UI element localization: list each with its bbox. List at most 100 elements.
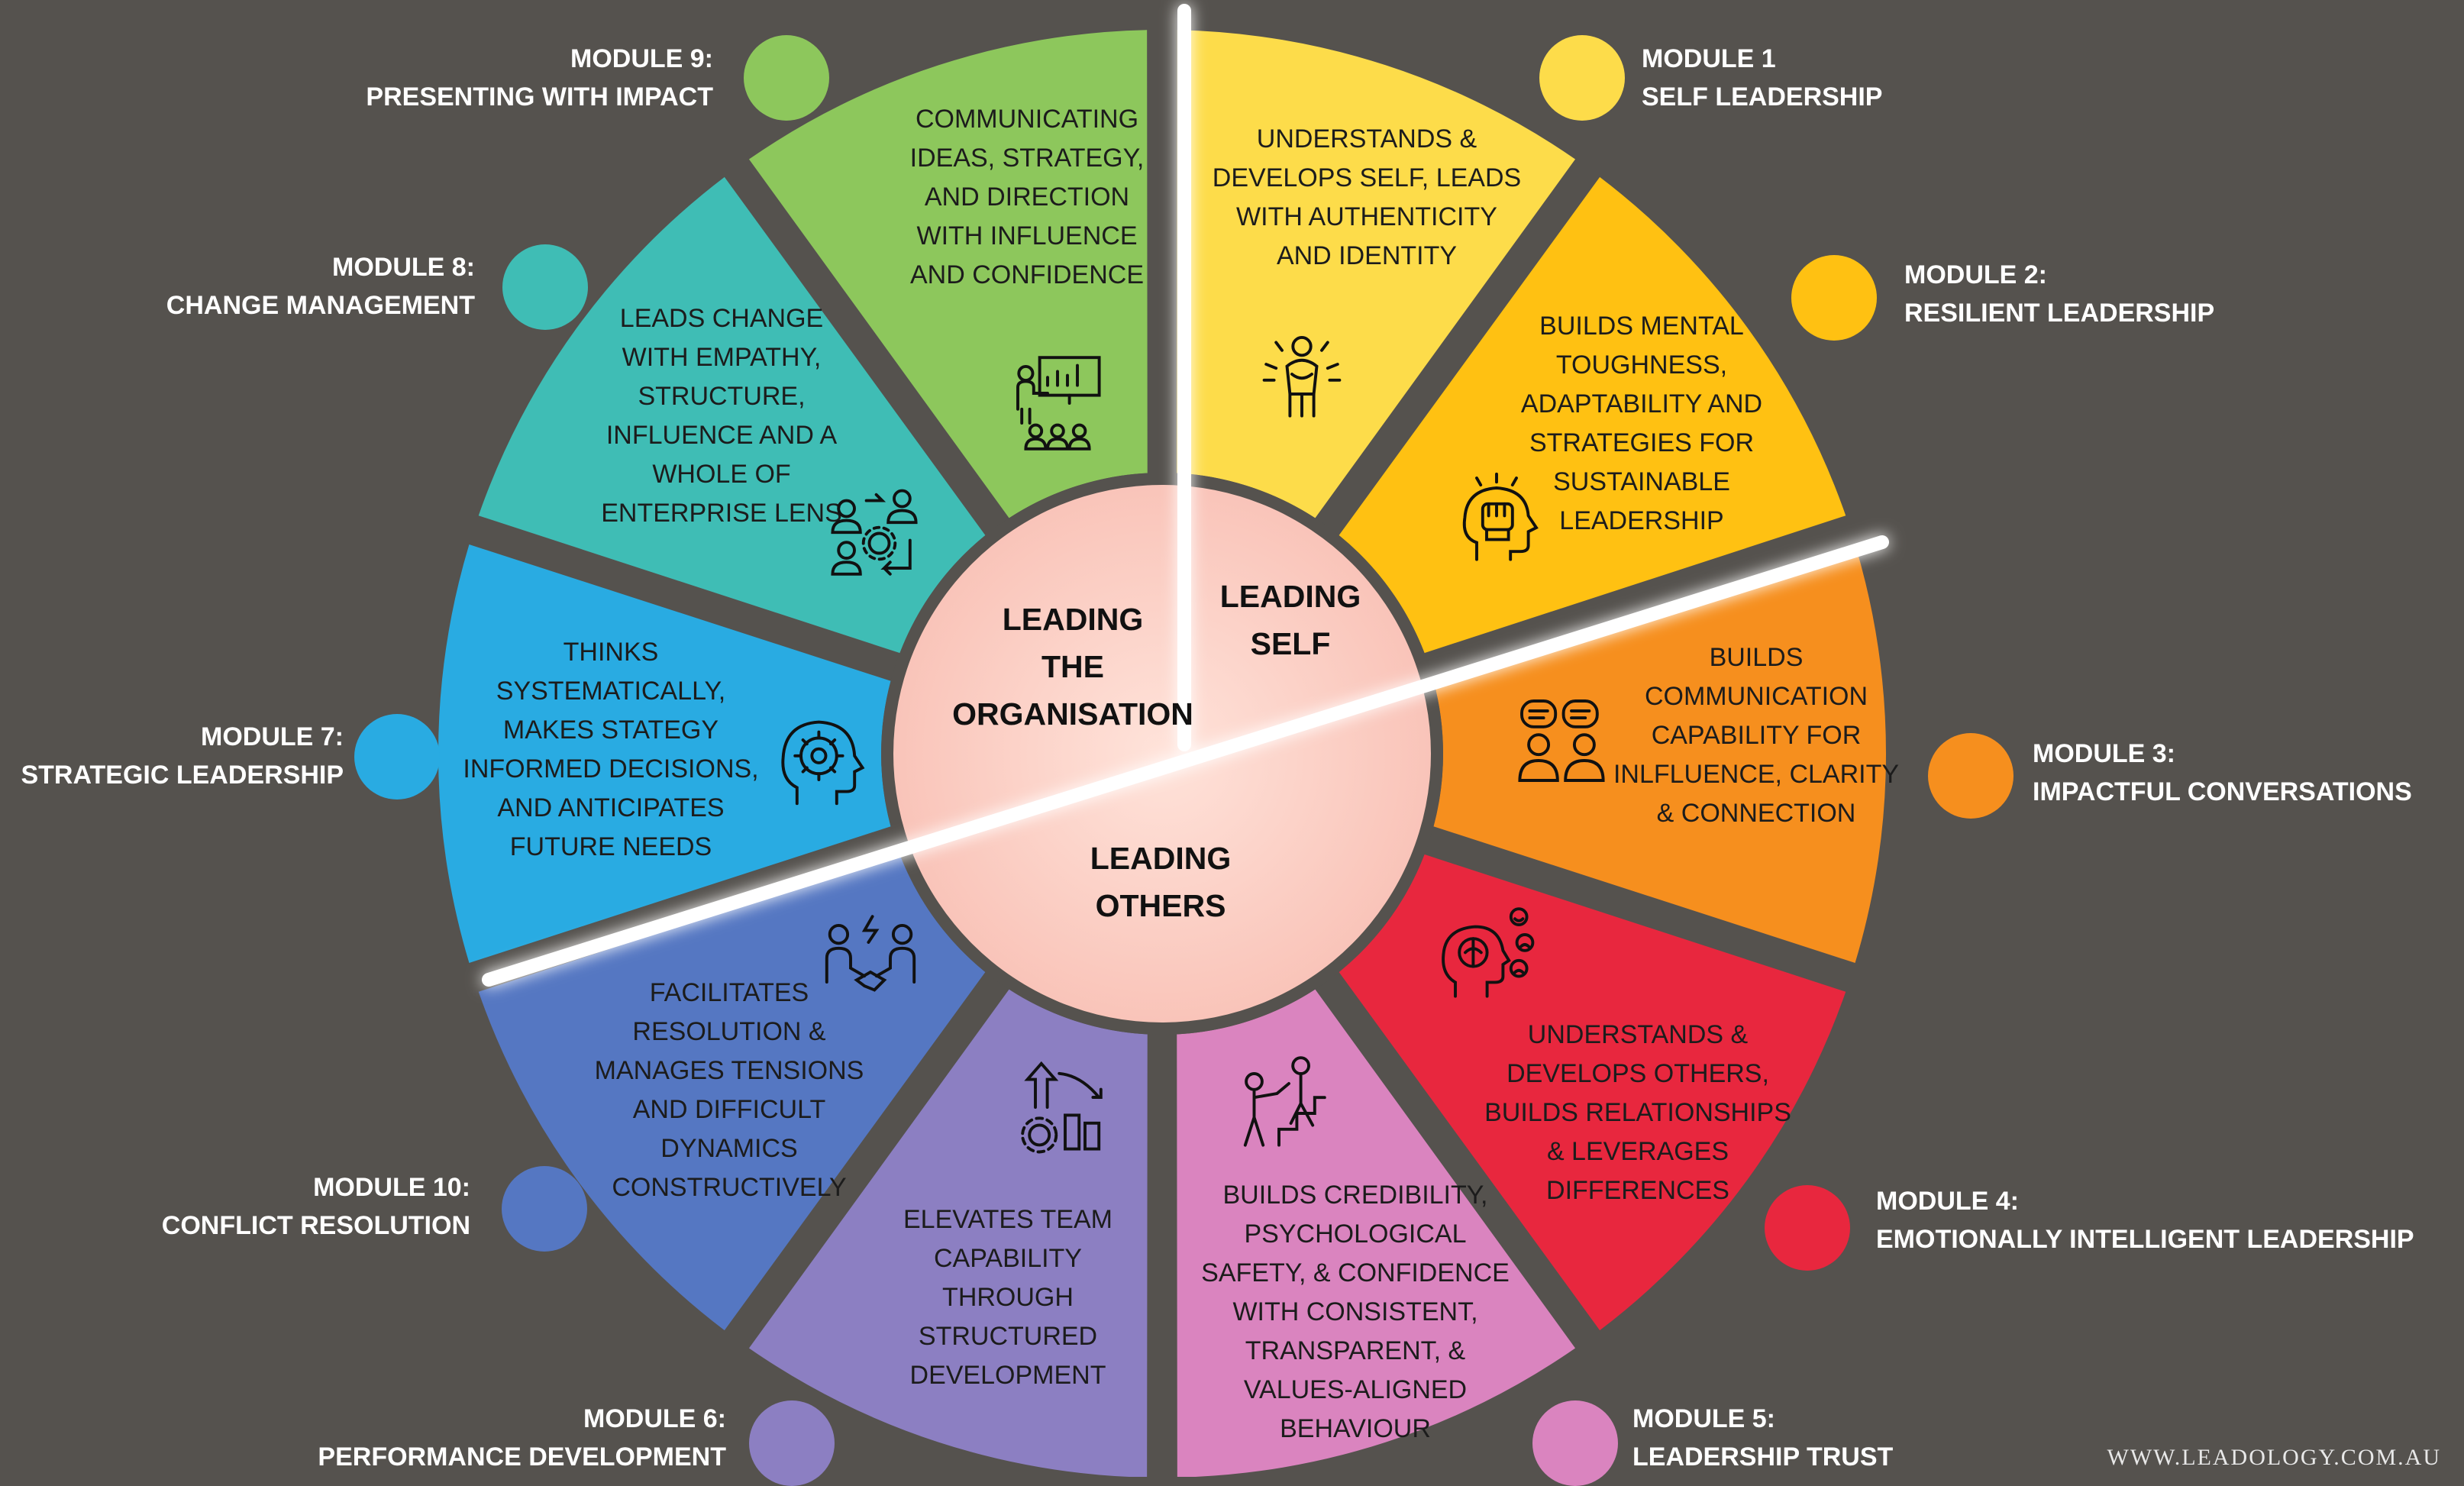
description-line: FACILITATES [649, 978, 809, 1007]
wheel-segment-m6 [748, 989, 1148, 1477]
module-name: SELF LEADERSHIP [1642, 82, 1883, 111]
description-line: INLFLUENCE, CLARITY [1613, 760, 1900, 789]
module-title: MODULE 7: [201, 722, 344, 751]
module-name: EMOTIONALLY INTELLIGENT LEADERSHIP [1876, 1225, 2414, 1254]
description-line: STRATEGIES FOR [1529, 428, 1755, 457]
description-line: PSYCHOLOGICAL [1244, 1219, 1467, 1249]
description-line: BEHAVIOUR [1280, 1414, 1431, 1443]
description-line: AND CONFIDENCE [909, 260, 1145, 289]
description-line: ELEVATES TEAM [903, 1205, 1113, 1234]
module-name: PERFORMANCE DEVELOPMENT [318, 1442, 726, 1471]
description-line: STRUCTURED [918, 1322, 1098, 1351]
description-line: BUILDS [1709, 643, 1804, 672]
wheel-segment-m4 [1339, 854, 1846, 1331]
module-title: MODULE 10: [313, 1173, 470, 1202]
change-process-icon [825, 489, 924, 588]
center-text: ORGANISATION [952, 696, 1193, 732]
description-line: AND DIRECTION [924, 183, 1130, 212]
module-title: MODULE 6: [583, 1404, 726, 1433]
module-10-dot [502, 1166, 587, 1252]
module-8-label: MODULE 8: CHANGE MANAGEMENT [166, 248, 475, 325]
description-line: WHOLE OF [652, 460, 791, 489]
wheel-segment-m1 [1177, 30, 1576, 518]
module-name: LEADERSHIP TRUST [1632, 1442, 1894, 1471]
description-line: COMMUNICATION [1644, 682, 1868, 711]
center-text: THE [1041, 649, 1104, 684]
description-line: AND ANTICIPATES [497, 793, 725, 822]
description-line: THINKS [563, 638, 659, 667]
description-line: WITH CONSISTENT, [1232, 1297, 1478, 1326]
module-9-dot [744, 35, 829, 121]
center-label-leading-organisation: LEADING THE ORGANISATION [897, 596, 1248, 738]
module-3-dot [1928, 733, 2014, 819]
center-text: LEADING [1219, 579, 1361, 614]
description-line: IDEAS, STRATEGY, [909, 144, 1145, 173]
module-name: CONFLICT RESOLUTION [161, 1211, 470, 1240]
description-line: LEADS CHANGE [619, 304, 824, 333]
module-title: MODULE 8: [332, 253, 475, 282]
description-line: DEVELOPS SELF, LEADS [1212, 163, 1522, 192]
wheel-segment-m7 [438, 544, 891, 964]
growth-chart-icon [1016, 1058, 1115, 1157]
description-line: COMMUNICATING [915, 105, 1139, 134]
description-line: THROUGH [942, 1283, 1074, 1312]
description-line: ADAPTABILITY AND [1520, 389, 1763, 418]
description-line: AND IDENTITY [1276, 241, 1458, 270]
module-title: MODULE 3: [2033, 739, 2175, 768]
emotion-brain-icon [1435, 905, 1535, 1004]
wheel-segment-m8 [478, 176, 986, 654]
center-text: OTHERS [1095, 888, 1226, 923]
module-title: MODULE 2: [1904, 260, 2047, 289]
description-line: WITH INFLUENCE [916, 221, 1138, 250]
website-url[interactable]: WWW.LEADOLOGY.COM.AU [2107, 1445, 2441, 1470]
center-text: LEADING [1090, 841, 1232, 876]
description-line: BUILDS CREDIBILITY, [1222, 1181, 1488, 1210]
description-line: WITH AUTHENTICITY [1236, 202, 1497, 231]
fist-head-icon [1447, 468, 1546, 567]
description-line: INFORMED DECISIONS, [463, 754, 759, 783]
module-title: MODULE 5: [1632, 1404, 1775, 1433]
description-line: DEVELOPS OTHERS, [1506, 1059, 1769, 1088]
presentation-icon [1008, 354, 1107, 453]
module-name: PRESENTING WITH IMPACT [366, 82, 713, 111]
description-line: TRANSPARENT, & [1245, 1336, 1466, 1365]
module-1-description: UNDERSTANDS & DEVELOPS SELF, LEADS WITH AU… [1199, 120, 1535, 276]
description-line: SYSTEMATICALLY, [496, 677, 726, 706]
handshake-conflict-icon [821, 913, 920, 1012]
conversation-icon [1512, 691, 1611, 790]
module-title: MODULE 9: [570, 44, 713, 73]
description-line: INFLUENCE AND A [606, 421, 838, 450]
description-line: ENTERPRISE LENS [601, 499, 842, 528]
module-7-dot [354, 714, 440, 800]
description-line: DYNAMICS [660, 1134, 798, 1163]
description-line: WITH EMPATHY, [622, 343, 822, 372]
module-1-dot [1539, 35, 1625, 121]
module-7-label: MODULE 7: STRATEGIC LEADERSHIP [21, 718, 344, 794]
center-label-leading-others: LEADING OTHERS [1016, 835, 1306, 929]
description-line: UNDERSTANDS & [1256, 124, 1477, 153]
center-text: SELF [1250, 626, 1331, 661]
module-10-label: MODULE 10: CONFLICT RESOLUTION [162, 1168, 470, 1245]
module-9-label: MODULE 9: PRESENTING WITH IMPACT [366, 40, 713, 116]
description-line: VALUES-ALIGNED [1243, 1375, 1468, 1404]
module-8-dot [502, 244, 588, 330]
module-name: STRATEGIC LEADERSHIP [21, 761, 344, 790]
module-6-label: MODULE 6: PERFORMANCE DEVELOPMENT [318, 1400, 726, 1476]
description-line: TOUGHNESS, [1555, 351, 1728, 380]
module-2-label: MODULE 2: RESILIENT LEADERSHIP [1904, 256, 2214, 332]
description-line: & CONNECTION [1656, 799, 1856, 828]
module-1-label: MODULE 1 SELF LEADERSHIP [1642, 40, 1882, 116]
description-line: UNDERSTANDS & [1527, 1020, 1749, 1049]
center-text: LEADING [1002, 602, 1144, 637]
self-hug-person-icon [1252, 325, 1351, 424]
module-title: MODULE 4: [1876, 1187, 2019, 1216]
module-9-description: COMMUNICATING IDEAS, STRATEGY, AND DIRECTI… [874, 100, 1180, 295]
module-5-dot [1532, 1400, 1618, 1486]
module-4-description: UNDERSTANDS &DEVELOPS OTHERS,BUILDS RELA… [1458, 1016, 1817, 1210]
